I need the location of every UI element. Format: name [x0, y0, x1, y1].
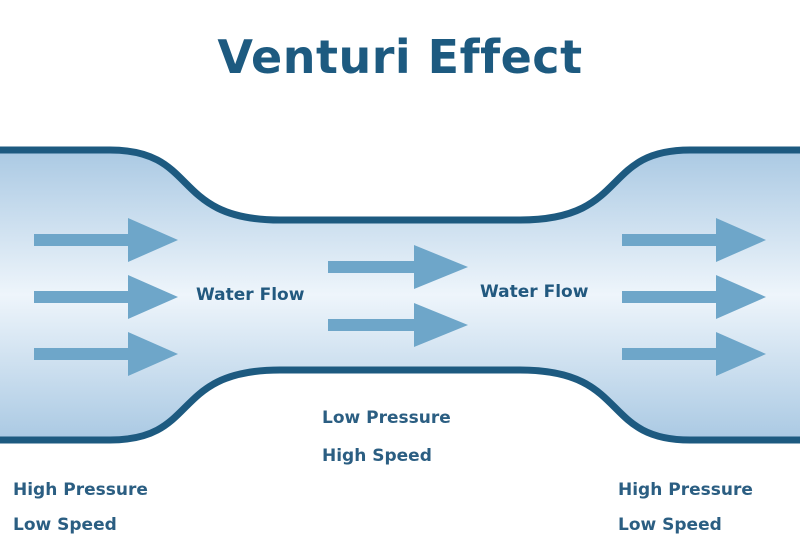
- flow-arrow-icon: [34, 275, 178, 319]
- pipe-wall-bottom: [0, 366, 800, 444]
- outlet-arrows: [622, 218, 766, 376]
- throat-speed-label: High Speed: [322, 446, 432, 466]
- pipe-wall-top: [0, 146, 800, 224]
- flow-arrow-icon: [34, 332, 178, 376]
- inlet-speed-label: Low Speed: [13, 515, 117, 535]
- flow-arrow-icon: [622, 275, 766, 319]
- inlet-arrows: [34, 218, 178, 376]
- inlet-pressure-label: High Pressure: [13, 480, 148, 500]
- diagram-title: Venturi Effect: [217, 30, 583, 84]
- throat-arrows: [328, 245, 468, 347]
- flow-arrow-icon: [622, 332, 766, 376]
- outlet-speed-label: Low Speed: [618, 515, 722, 535]
- outlet-pressure-label: High Pressure: [618, 480, 753, 500]
- throat-pressure-label: Low Pressure: [322, 408, 451, 428]
- flow-label-right: Water Flow: [480, 282, 589, 302]
- flow-arrow-icon: [328, 303, 468, 347]
- flow-arrow-icon: [34, 218, 178, 262]
- water-body: [0, 150, 800, 440]
- flow-label-left: Water Flow: [196, 285, 305, 305]
- flow-arrow-icon: [622, 218, 766, 262]
- flow-arrow-icon: [328, 245, 468, 289]
